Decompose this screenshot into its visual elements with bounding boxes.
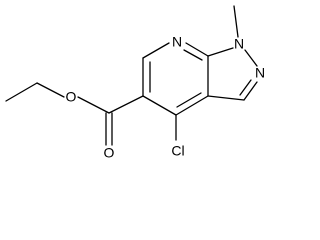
bond-c6-n7	[142, 42, 170, 59]
bond-n2-c3	[243, 81, 258, 101]
bond-c3a-c4	[175, 95, 209, 116]
bond-ethyl-ch2-o	[36, 82, 65, 98]
bond-c3-c3a	[207, 95, 245, 101]
atom-label-carbonyl-oxygen: O	[104, 145, 115, 161]
atom-label-ring-nitrogen: N	[172, 34, 182, 50]
bond-c4-c5	[142, 95, 177, 116]
bond-n7-c7a-inner	[183, 49, 203, 61]
atom-label-chlorine: Cl	[171, 143, 184, 159]
atom-label-methyl-nitrogen: N	[234, 36, 244, 52]
chemical-structure-diagram: N N N O O Cl	[5, 5, 265, 161]
bond-ethyl-ch3-ch2	[5, 82, 38, 102]
atom-label-pyrazole-nitrogen: N	[255, 65, 265, 81]
bond-c7a-n1	[207, 47, 234, 57]
bond-carbonyl-to-c5	[108, 95, 144, 114]
bond-o-carbonyl-carbon	[77, 96, 110, 114]
bond-n2-c3-inner	[239, 79, 252, 96]
bond-c3a-c4-inner	[176, 92, 202, 108]
bond-n1-methyl	[233, 5, 239, 38]
bond-n1-n2	[244, 49, 258, 67]
bond-n7-c7a	[185, 42, 209, 57]
atom-label-ester-ether-oxygen: O	[66, 89, 77, 105]
